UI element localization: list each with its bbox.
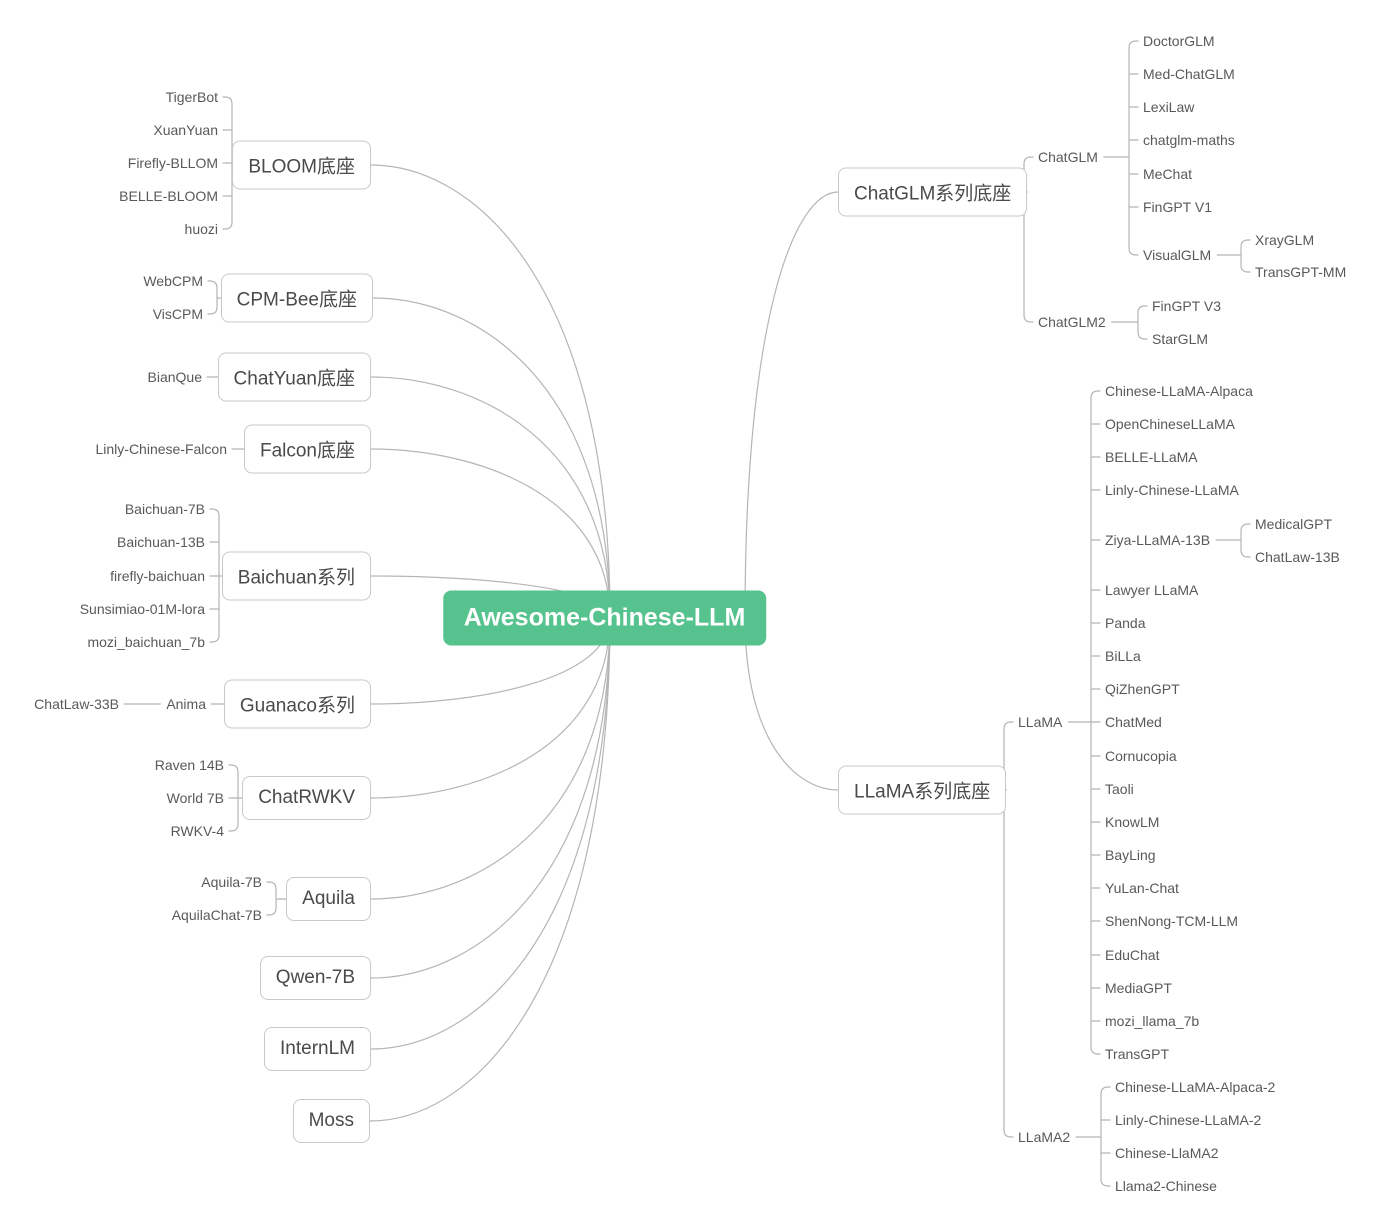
node-ziya-llama-13b[interactable]: Ziya-LLaMA-13B [1105,532,1211,548]
node-fingpt-v1[interactable]: FinGPT V1 [1143,199,1212,215]
node-medicalgpt[interactable]: MedicalGPT [1255,516,1333,532]
node-llama-family[interactable]: LLaMA系列底座 [838,765,1007,815]
node-linly-chinese-llama[interactable]: Linly-Chinese-LLaMA [1105,482,1239,498]
node-educhat[interactable]: EduChat [1105,947,1160,963]
node-knowlm[interactable]: KnowLM [1105,814,1160,830]
node-aquilachat-7b[interactable]: AquilaChat-7B [171,907,262,923]
node-shennong-tcm-llm[interactable]: ShenNong-TCM-LLM [1105,913,1239,929]
node-chinese-llama-alpaca[interactable]: Chinese-LLaMA-Alpaca [1105,383,1253,399]
node-yulan-chat[interactable]: YuLan-Chat [1105,880,1179,896]
node-center[interactable]: Awesome-Chinese-LLM [442,590,767,645]
node-qizhengpt[interactable]: QiZhenGPT [1105,681,1180,697]
node-chatglm2[interactable]: ChatGLM2 [1038,314,1106,330]
node-openchinesellama[interactable]: OpenChineseLLaMA [1105,416,1235,432]
node-transgpt[interactable]: TransGPT [1105,1046,1170,1062]
node-visualglm[interactable]: VisualGLM [1143,247,1212,263]
node-chinese-llama2[interactable]: Chinese-LlaMA2 [1115,1145,1219,1161]
node-baichuan[interactable]: Baichuan系列 [221,551,371,601]
node-chatmed[interactable]: ChatMed [1105,714,1162,730]
node-panda[interactable]: Panda [1105,615,1146,631]
node-viscpm[interactable]: VisCPM [152,306,203,322]
node-world-7b[interactable]: World 7B [166,790,224,806]
node-mozi-llama-7b[interactable]: mozi_llama_7b [1105,1013,1200,1029]
node-rwkv-4[interactable]: RWKV-4 [170,823,224,839]
node-mediagpt[interactable]: MediaGPT [1105,980,1172,996]
node-belle-bloom[interactable]: BELLE-BLOOM [119,188,218,204]
node-lawyer-llama[interactable]: Lawyer LLaMA [1105,582,1199,598]
node-llama2[interactable]: LLaMA2 [1018,1129,1071,1145]
node-webcpm[interactable]: WebCPM [143,273,203,289]
node-aquila[interactable]: Aquila [286,877,371,921]
node-med-chatglm[interactable]: Med-ChatGLM [1143,66,1235,82]
node-belle-llama[interactable]: BELLE-LLaMA [1105,449,1198,465]
node-sunsimiao[interactable]: Sunsimiao-01M-lora [79,601,205,617]
node-anima[interactable]: Anima [166,696,206,712]
node-linly-chinese-llama-2[interactable]: Linly-Chinese-LLaMA-2 [1115,1112,1262,1128]
node-taoli[interactable]: Taoli [1105,781,1134,797]
node-xrayglm[interactable]: XrayGLM [1255,232,1315,248]
node-firefly-baichuan[interactable]: firefly-baichuan [110,568,205,584]
node-mechat[interactable]: MeChat [1143,166,1193,182]
node-bloom[interactable]: BLOOM底座 [232,140,371,190]
node-chatlaw-13b[interactable]: ChatLaw-13B [1255,549,1340,565]
node-tigerbot[interactable]: TigerBot [165,89,218,105]
node-baichuan-13b[interactable]: Baichuan-13B [117,534,205,550]
node-bayling[interactable]: BayLing [1105,847,1156,863]
node-cornucopia[interactable]: Cornucopia [1105,748,1177,764]
node-chatglm-maths[interactable]: chatglm-maths [1143,132,1235,148]
node-cpmbee[interactable]: CPM-Bee底座 [220,273,373,323]
node-huozi[interactable]: huozi [184,221,218,237]
node-starglm[interactable]: StarGLM [1152,331,1209,347]
node-firefly-bllom[interactable]: Firefly-BLLOM [127,155,218,171]
node-transgpt-mm[interactable]: TransGPT-MM [1255,264,1347,280]
node-baichuan-7b[interactable]: Baichuan-7B [124,501,205,517]
node-xuanyuan[interactable]: XuanYuan [153,122,218,138]
node-qwen-7b[interactable]: Qwen-7B [259,956,371,1000]
node-doctorglm[interactable]: DoctorGLM [1143,33,1215,49]
node-internlm[interactable]: InternLM [264,1027,371,1071]
node-llama[interactable]: LLaMA [1018,714,1063,730]
node-raven-14b[interactable]: Raven 14B [154,757,224,773]
node-falcon[interactable]: Falcon底座 [243,424,371,474]
node-guanaco[interactable]: Guanaco系列 [223,679,371,729]
node-llama2-chinese[interactable]: Llama2-Chinese [1115,1178,1217,1194]
node-fingpt-v3[interactable]: FinGPT V3 [1152,298,1221,314]
node-linly-chinese-falcon[interactable]: Linly-Chinese-Falcon [95,441,227,457]
node-chatlaw-33b[interactable]: ChatLaw-33B [34,696,119,712]
node-chatyuan[interactable]: ChatYuan底座 [217,352,371,402]
node-chatglm-family[interactable]: ChatGLM系列底座 [838,167,1028,217]
node-bianque[interactable]: BianQue [147,369,202,385]
node-chatglm[interactable]: ChatGLM [1038,149,1098,165]
node-moss[interactable]: Moss [292,1099,370,1143]
node-chatrwkv[interactable]: ChatRWKV [242,776,371,820]
node-chinese-llama-alpaca-2[interactable]: Chinese-LLaMA-Alpaca-2 [1115,1079,1276,1095]
node-mozi-baichuan-7b[interactable]: mozi_baichuan_7b [87,634,205,650]
node-billa[interactable]: BiLLa [1105,648,1141,664]
node-aquila-7b[interactable]: Aquila-7B [201,874,262,890]
node-lexilaw[interactable]: LexiLaw [1143,99,1195,115]
